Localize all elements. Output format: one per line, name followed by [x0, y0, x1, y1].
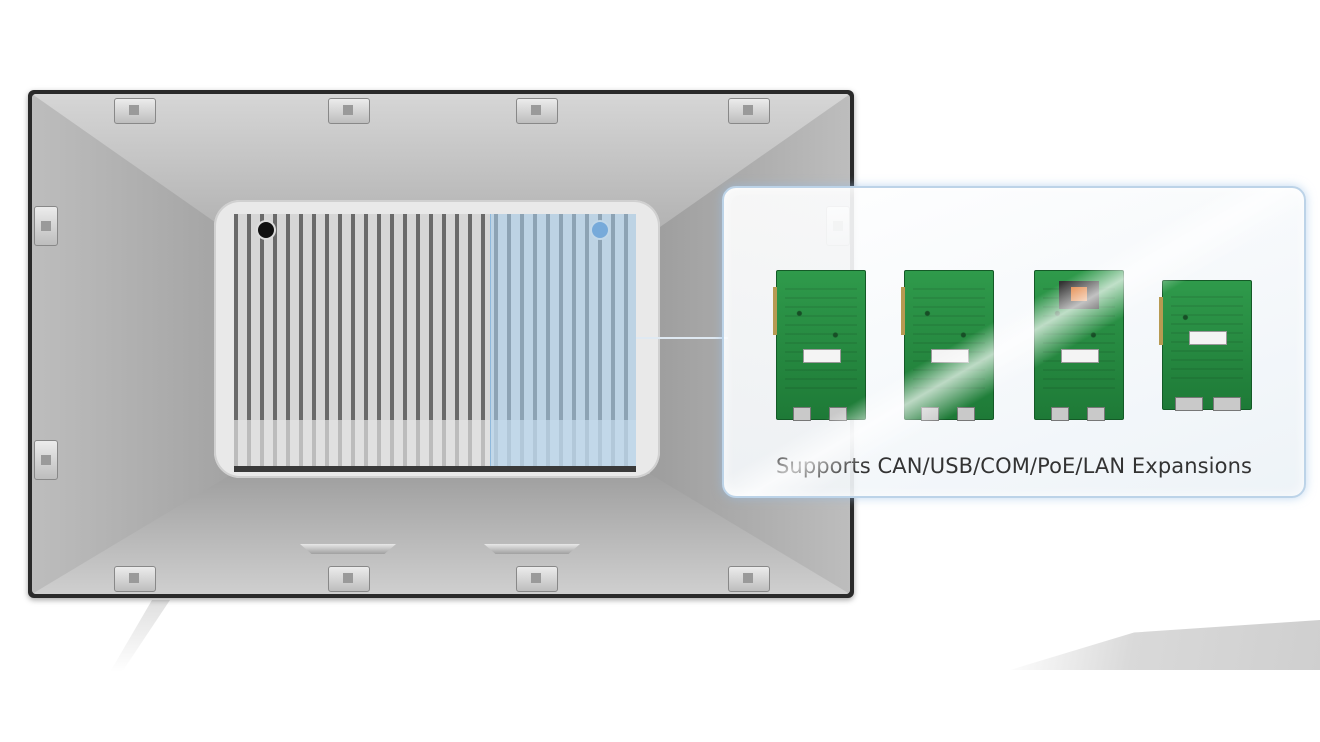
mounting-clip [328, 98, 370, 124]
mounting-clip [328, 566, 370, 592]
expansion-slot-highlight [490, 214, 636, 466]
vent-slot [300, 544, 396, 554]
heatsink [234, 214, 636, 466]
mounting-clip [728, 98, 770, 124]
mounting-clip [516, 566, 558, 592]
vent-slot [484, 544, 580, 554]
expansion-callout: Supports CAN/USB/COM/PoE/LAN Expansions [722, 186, 1306, 498]
mounting-clip [34, 206, 58, 246]
expansion-module-icon [773, 270, 866, 421]
heatsink-lip [234, 466, 636, 472]
decorative-streak [110, 600, 170, 672]
mounting-clip [34, 440, 58, 480]
callout-connector [636, 337, 728, 339]
expansion-caption: Supports CAN/USB/COM/PoE/LAN Expansions [775, 454, 1253, 478]
mounting-clip [114, 566, 156, 592]
mounting-clip [516, 98, 558, 124]
mounting-clip [114, 98, 156, 124]
expansion-module-icon [1159, 280, 1252, 411]
expansion-module-icon [901, 270, 994, 421]
decorative-streak [1010, 620, 1320, 670]
heatsink-frame [214, 200, 660, 478]
expansion-module-icon [1034, 270, 1124, 421]
screw-icon [258, 222, 274, 238]
mounting-clip [728, 566, 770, 592]
